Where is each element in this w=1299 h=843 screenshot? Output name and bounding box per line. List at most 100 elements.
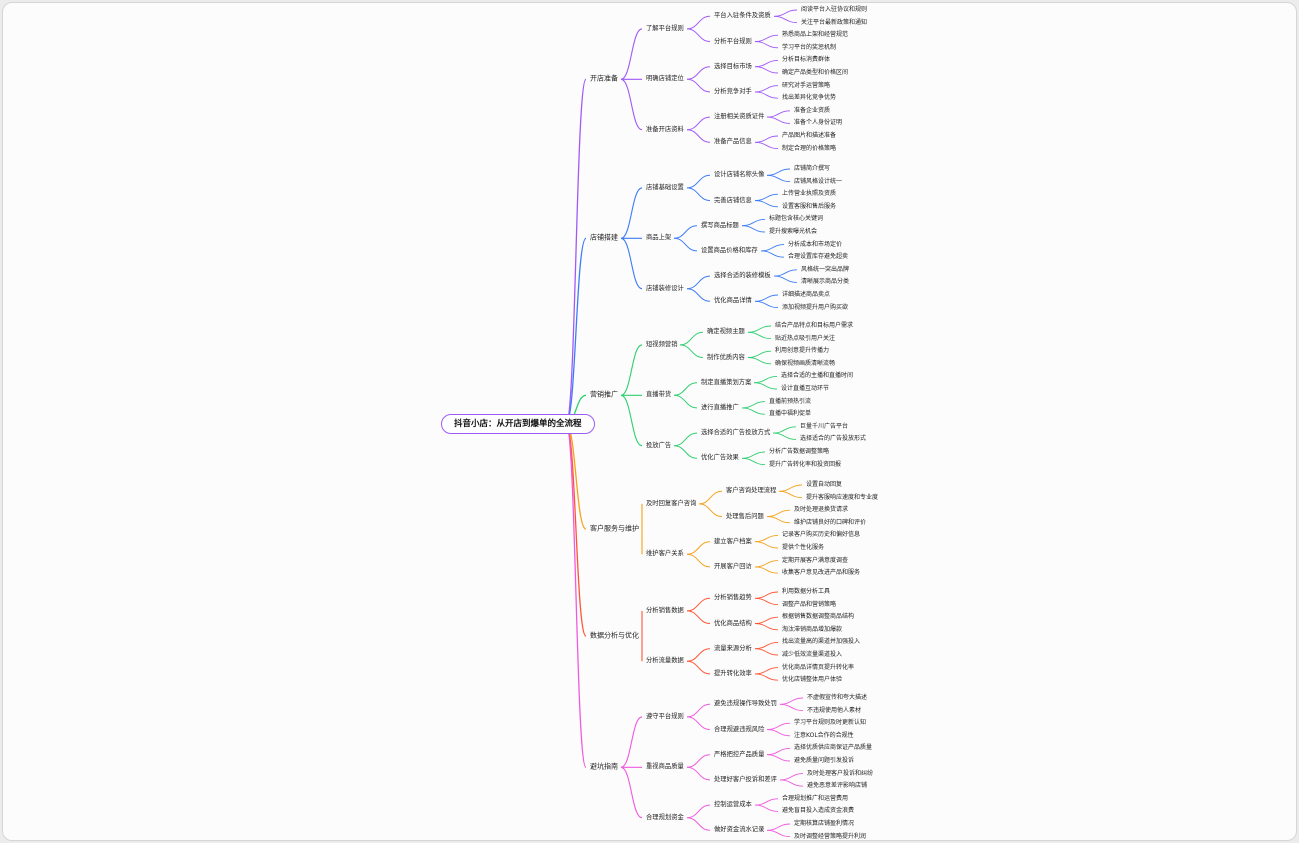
leaf-node[interactable]: 贴近热点吸引用户关注 (775, 334, 836, 342)
leaf-node[interactable]: 上传营业执照及资质 (782, 190, 837, 198)
leaf-node[interactable]: 确定产品类型和价格区间 (782, 69, 849, 76)
topic-node[interactable]: 投放广告 (646, 441, 672, 449)
subtopic-node[interactable]: 分析销售趋势 (714, 594, 752, 602)
subtopic-node[interactable]: 优化商品结构 (714, 619, 752, 627)
leaf-node[interactable]: 淘汰滞销商品增加爆款 (782, 625, 843, 633)
subtopic-node[interactable]: 优化商品详情 (714, 297, 752, 305)
subtopic-node[interactable]: 注册相关资质证件 (714, 112, 765, 120)
subtopic-node[interactable]: 设计店铺名称头像 (714, 171, 765, 179)
subtopic-node[interactable]: 选择目标市场 (714, 62, 752, 70)
leaf-node[interactable]: 关注平台最新政策和通知 (801, 18, 868, 26)
topic-node[interactable]: 分析流量数据 (646, 657, 684, 665)
leaf-node[interactable]: 确保视频画质清晰流畅 (775, 359, 836, 367)
leaf-node[interactable]: 添加视频提升用户购买欲 (782, 303, 849, 311)
topic-node[interactable]: 明确店铺定位 (646, 75, 684, 83)
leaf-node[interactable]: 定期核算店铺盈利情况 (794, 820, 855, 827)
leaf-node[interactable]: 分析目标消费群体 (782, 56, 831, 64)
leaf-node[interactable]: 调整产品和营销策略 (782, 600, 837, 608)
subtopic-node[interactable]: 选择合适的装修模板 (714, 271, 771, 279)
subtopic-node[interactable]: 设置商品价格和库存 (701, 246, 758, 254)
leaf-node[interactable]: 及时处理退换货请求 (794, 506, 849, 514)
topic-node[interactable]: 商品上架 (646, 234, 672, 242)
topic-node[interactable]: 店铺基础设置 (646, 183, 684, 191)
leaf-node[interactable]: 利用数据分析工具 (782, 588, 831, 595)
leaf-node[interactable]: 标题包含核心关键词 (769, 215, 824, 223)
subtopic-node[interactable]: 制作优质内容 (707, 353, 745, 361)
leaf-node[interactable]: 准备企业资质 (794, 106, 831, 114)
topic-node[interactable]: 直播带货 (646, 391, 672, 399)
branch-node[interactable]: 数据分析与优化 (590, 631, 639, 640)
topic-node[interactable]: 遵守平台规则 (646, 712, 684, 720)
leaf-node[interactable]: 分析广告数据调整策略 (769, 448, 830, 455)
leaf-node[interactable]: 制定合理的价格策略 (782, 144, 837, 152)
leaf-node[interactable]: 阅读平台入驻协议和规则 (801, 6, 868, 13)
topic-node[interactable]: 分析销售数据 (646, 606, 684, 614)
leaf-node[interactable]: 优化商品详情页提升转化率 (782, 663, 855, 671)
leaf-node[interactable]: 设置自动回复 (806, 481, 843, 488)
subtopic-node[interactable]: 进行直播推广 (701, 403, 739, 411)
subtopic-node[interactable]: 优化广告效果 (701, 454, 739, 462)
subtopic-node[interactable]: 处理好客户投诉和差评 (714, 775, 777, 783)
subtopic-node[interactable]: 撰写商品标题 (701, 221, 739, 229)
subtopic-node[interactable]: 选择合适的广告投放方式 (701, 428, 771, 436)
leaf-node[interactable]: 利用创意提升传播力 (775, 347, 830, 355)
subtopic-node[interactable]: 避免违规操作导致处罚 (714, 700, 777, 708)
leaf-node[interactable]: 分析成本和市场定价 (788, 240, 843, 248)
subtopic-node[interactable]: 合理规避违规风险 (714, 725, 765, 733)
leaf-node[interactable]: 避免恶意差评影响店铺 (807, 782, 868, 790)
subtopic-node[interactable]: 严格把控产品质量 (714, 750, 765, 758)
subtopic-node[interactable]: 控制运营成本 (714, 800, 752, 808)
subtopic-node[interactable]: 处理售后问题 (726, 512, 764, 520)
topic-node[interactable]: 重视商品质量 (646, 763, 684, 771)
leaf-node[interactable]: 选择适合的广告投放形式 (800, 435, 867, 443)
subtopic-node[interactable]: 确定视频主题 (707, 328, 745, 336)
leaf-node[interactable]: 准备个人身份证明 (794, 119, 843, 127)
leaf-node[interactable]: 根据销售数据调整商品结构 (782, 613, 855, 621)
leaf-node[interactable]: 学习平台的奖惩机制 (782, 43, 837, 51)
subtopic-node[interactable]: 提升转化效率 (714, 669, 752, 677)
leaf-node[interactable]: 及时处理客户投诉和纠纷 (807, 769, 874, 777)
leaf-node[interactable]: 及时调整经营策略提升利润 (794, 832, 867, 840)
subtopic-node[interactable]: 准备产品信息 (714, 138, 752, 146)
topic-node[interactable]: 店铺装修设计 (646, 284, 684, 292)
leaf-node[interactable]: 风格统一突出品牌 (801, 265, 850, 273)
leaf-node[interactable]: 详细描述商品卖点 (782, 291, 831, 298)
leaf-node[interactable]: 收集客户意见改进产品和服务 (782, 569, 861, 577)
branch-node[interactable]: 开店准备 (590, 74, 618, 83)
leaf-node[interactable]: 记录客户购买历史和偏好信息 (782, 531, 861, 539)
subtopic-node[interactable]: 分析竞争对手 (714, 87, 752, 95)
subtopic-node[interactable]: 做好资金流水记录 (714, 826, 765, 834)
leaf-node[interactable]: 设置客服和售后服务 (782, 202, 837, 210)
leaf-node[interactable]: 提升广告转化率和投资回报 (769, 460, 842, 468)
leaf-node[interactable]: 选择合适的主播和直播时间 (781, 372, 854, 380)
leaf-node[interactable]: 避免盲目投入造成资金浪费 (782, 807, 855, 815)
subtopic-node[interactable]: 开展客户回访 (714, 562, 752, 570)
branch-node[interactable]: 避坑指南 (590, 762, 618, 771)
leaf-node[interactable]: 清晰展示商品分类 (801, 278, 850, 286)
topic-node[interactable]: 短视频营销 (646, 340, 678, 348)
leaf-node[interactable]: 熟悉商品上架和经营规范 (782, 31, 849, 39)
subtopic-node[interactable]: 分析平台规则 (714, 37, 752, 45)
branch-node[interactable]: 客户服务与维护 (590, 524, 639, 533)
leaf-node[interactable]: 减少低效流量渠道投入 (782, 651, 843, 658)
leaf-node[interactable]: 研究对手运营策略 (782, 81, 831, 89)
leaf-node[interactable]: 直播前预热引流 (769, 397, 812, 405)
subtopic-node[interactable]: 完善店铺信息 (714, 196, 752, 204)
leaf-node[interactable]: 直播中福利促单 (769, 410, 812, 418)
leaf-node[interactable]: 不虚假宣传和夸大描述 (807, 694, 868, 701)
topic-node[interactable]: 合理规划资金 (646, 813, 684, 821)
leaf-node[interactable]: 找出差异化竞争优势 (782, 94, 837, 102)
leaf-node[interactable]: 合理规划推广和运营费用 (782, 794, 849, 802)
leaf-node[interactable]: 注意KOL合作的合规性 (794, 731, 854, 739)
branch-node[interactable]: 店铺搭建 (590, 233, 618, 242)
subtopic-node[interactable]: 客户咨询处理流程 (726, 487, 777, 495)
topic-node[interactable]: 准备开店资料 (646, 125, 684, 133)
leaf-node[interactable]: 学习平台规则及时更新认知 (794, 719, 867, 727)
leaf-node[interactable]: 提升客服响应速度和专业度 (806, 493, 879, 501)
subtopic-node[interactable]: 流量来源分析 (714, 644, 752, 652)
topic-node[interactable]: 及时回复客户咨询 (646, 499, 697, 507)
leaf-node[interactable]: 产品图片和描述准备 (782, 132, 837, 139)
leaf-node[interactable]: 店铺简介撰写 (794, 165, 831, 172)
branch-node[interactable]: 营销推广 (590, 390, 618, 399)
subtopic-node[interactable]: 制定直播策划方案 (701, 378, 752, 386)
